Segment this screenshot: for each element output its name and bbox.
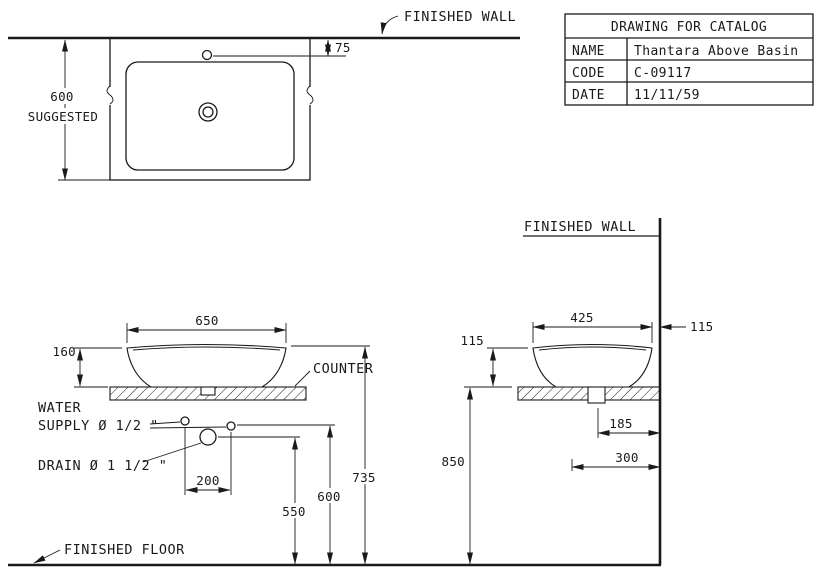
title-row-date-label: DATE	[572, 88, 605, 103]
dim-850: 850	[442, 454, 465, 469]
water-supply-leader-1	[149, 421, 181, 425]
side-section-view: FINISHED WALL 425 115 115 185 300	[442, 218, 713, 565]
break-gap-right	[305, 87, 315, 105]
dim-735-bg	[348, 469, 382, 484]
title-row-code-value: C-09117	[634, 66, 692, 81]
basin-bowl-plan	[125, 61, 295, 171]
basin-front-rim-line	[132, 346, 281, 351]
front-elevation-view: COUNTER 650 160 WATER SUPPLY Ø 1/2 " DRA…	[38, 313, 382, 565]
drain-outer-plan	[198, 102, 218, 122]
dim-75: 75	[335, 40, 351, 55]
basin-outline-plan	[109, 37, 311, 181]
dim-650-bg	[190, 314, 224, 327]
drain-boss-front	[200, 386, 216, 396]
faucet-hole-plan	[201, 49, 213, 61]
title-block-title: DRAWING FOR CATALOG	[611, 20, 767, 35]
dim-185: 185	[609, 416, 632, 431]
water-supply-label-line1: WATER	[38, 400, 82, 416]
dim-600-suggested: 600	[50, 89, 73, 104]
finished-wall-leader	[380, 15, 399, 35]
dim-550: 550	[282, 504, 305, 519]
break-gap-left	[105, 87, 115, 105]
break-mark-right	[306, 85, 314, 105]
title-row-code-label: CODE	[572, 66, 605, 81]
water-supply-hole-2	[226, 421, 236, 431]
finished-wall-top-label: FINISHED WALL	[404, 9, 516, 25]
dim-600-front: 600	[317, 489, 340, 504]
title-row-name-label: NAME	[572, 44, 605, 59]
title-row-date-value: 11/11/59	[634, 88, 700, 103]
dim-160: 160	[53, 344, 76, 359]
drain-pipe-side	[587, 386, 606, 404]
break-mark-left	[106, 85, 114, 105]
water-supply-leader-2	[149, 426, 227, 429]
dim-suggested-bg	[21, 108, 105, 124]
finished-floor-label: FINISHED FLOOR	[64, 542, 185, 558]
dim-115-height: 115	[461, 333, 484, 348]
dim-735: 735	[352, 470, 375, 485]
basin-side-rim-line	[538, 346, 647, 351]
counter-label: COUNTER	[313, 361, 374, 377]
title-row-name-value: Thantara Above Basin	[634, 44, 799, 59]
dim-suggested-text: SUGGESTED	[28, 109, 98, 124]
drain-hole-front	[199, 428, 217, 446]
basin-front-profile	[126, 343, 287, 388]
dim-200: 200	[196, 473, 219, 488]
floor-group: FINISHED FLOOR	[8, 542, 661, 567]
drain-leader	[142, 442, 202, 463]
dim-600-front-bg	[313, 488, 347, 503]
counter-leader	[294, 370, 311, 387]
drain-inner-plan	[202, 106, 214, 118]
water-supply-hole-1	[180, 416, 190, 426]
dim-300: 300	[615, 450, 638, 465]
dim-425-bg	[565, 311, 599, 324]
dim-650: 650	[195, 313, 218, 328]
dim-600-bg	[46, 88, 82, 104]
dim-550-bg	[278, 503, 312, 518]
dim-115-wall: 115	[690, 319, 713, 334]
drain-label: DRAIN Ø 1 1/2 "	[38, 458, 167, 474]
finished-wall-side-label: FINISHED WALL	[524, 219, 636, 235]
title-block: DRAWING FOR CATALOG NAME Thantara Above …	[564, 13, 814, 106]
top-plan-view: FINISHED WALL 75 600 SUGGESTED	[8, 9, 520, 181]
water-supply-label-line2: SUPPLY Ø 1/2 "	[38, 418, 159, 434]
basin-side-profile	[532, 343, 653, 388]
finished-floor-leader	[33, 549, 61, 564]
dim-425: 425	[570, 310, 593, 325]
